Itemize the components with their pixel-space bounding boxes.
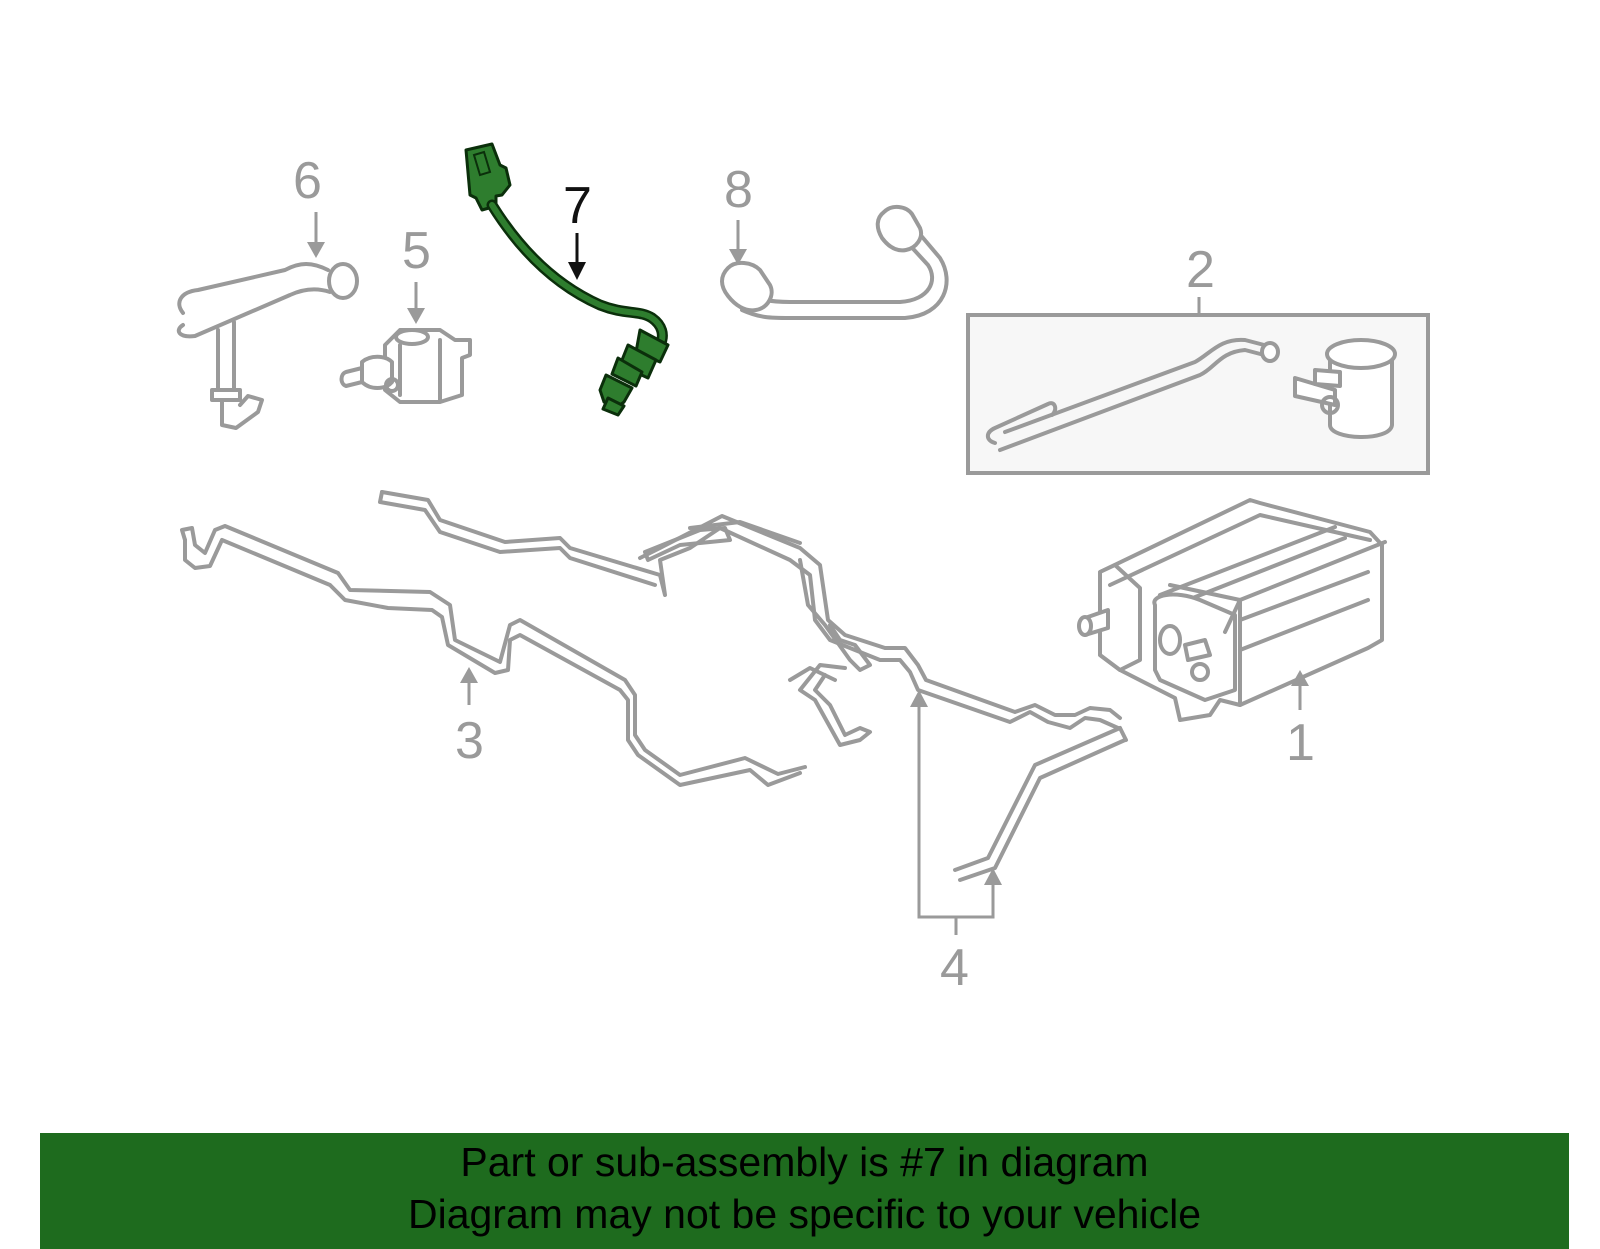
callout-number-8: 8: [724, 161, 753, 219]
callout-5: 5: [402, 222, 431, 324]
part-4-lines[interactable]: [378, 490, 1128, 882]
part-8-hose[interactable]: [720, 205, 949, 320]
callout-4: 4: [910, 690, 1002, 997]
banner-line-1: Part or sub-assembly is #7 in diagram: [460, 1139, 1149, 1185]
callout-2: 2: [1186, 241, 1215, 315]
part-5-solenoid[interactable]: [339, 328, 472, 404]
callout-number-3: 3: [455, 712, 484, 770]
callout-1: 1: [1286, 670, 1315, 772]
info-banner: Part or sub-assembly is #7 in diagram Di…: [40, 1133, 1569, 1249]
part-6-hose[interactable]: [176, 262, 359, 430]
part-2-kit[interactable]: [966, 313, 1430, 475]
callout-7: 7: [563, 177, 592, 280]
callout-number-5: 5: [402, 222, 431, 280]
part-1-canister[interactable]: [1077, 498, 1387, 722]
banner-line-2: Diagram may not be specific to your vehi…: [407, 1191, 1201, 1237]
callout-3: 3: [455, 667, 484, 770]
part-7-oxygen-sensor[interactable]: [464, 142, 670, 417]
callout-number-1: 1: [1286, 714, 1315, 772]
callout-number-6: 6: [293, 152, 322, 210]
part-3-line[interactable]: [180, 524, 807, 787]
callout-6: 6: [293, 152, 325, 258]
callout-number-4: 4: [940, 939, 969, 997]
callout-8: 8: [724, 161, 753, 265]
callout-number-7: 7: [563, 177, 592, 235]
callout-number-2: 2: [1186, 241, 1215, 299]
